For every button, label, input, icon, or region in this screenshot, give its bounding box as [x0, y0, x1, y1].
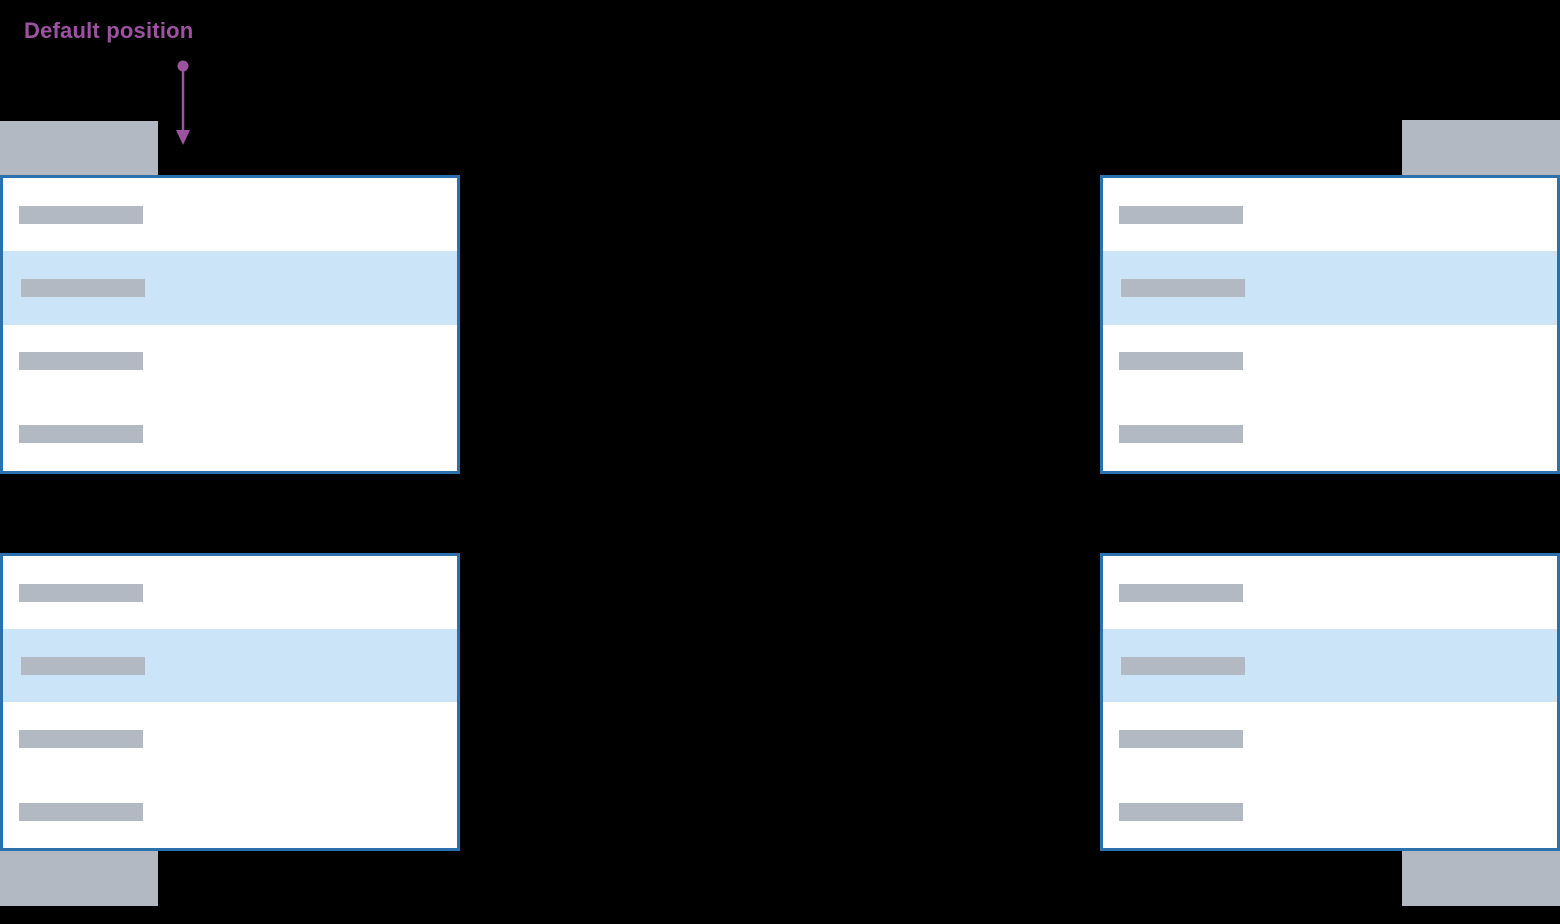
skeleton-text-bar: [19, 352, 143, 371]
skeleton-text-bar: [19, 802, 143, 821]
skeleton-text-bar: [1119, 802, 1243, 821]
skeleton-text-bar: [1119, 205, 1243, 224]
skeleton-text-bar: [1121, 278, 1245, 297]
menu-item[interactable]: [1103, 398, 1557, 471]
menu-item-highlighted[interactable]: [1103, 251, 1557, 325]
menu-item[interactable]: [3, 178, 457, 251]
skeleton-text-bar: [21, 278, 145, 297]
dropdown-toggle-top-right[interactable]: [1402, 120, 1560, 175]
menu-item-highlighted[interactable]: [3, 251, 457, 325]
skeleton-text-bar: [19, 583, 143, 602]
menu-item[interactable]: [1103, 775, 1557, 848]
menu-item[interactable]: [1103, 556, 1557, 629]
dropdown-toggle-bottom-right[interactable]: [1402, 851, 1560, 906]
skeleton-text-bar: [1119, 352, 1243, 371]
annotation-label: Default position: [24, 18, 194, 43]
dropdown-menu-top-left: [0, 175, 460, 474]
skeleton-text-bar: [21, 656, 145, 675]
dropdown-menu-top-right: [1100, 175, 1560, 474]
skeleton-text-bar: [1119, 729, 1243, 748]
menu-item[interactable]: [3, 775, 457, 848]
menu-item-highlighted[interactable]: [1103, 629, 1557, 702]
arrow-down-icon: [176, 60, 190, 145]
dropdown-menu-bottom-left: [0, 553, 460, 851]
skeleton-text-bar: [1121, 656, 1245, 675]
menu-item[interactable]: [3, 325, 457, 398]
dropdown-menu-bottom-right: [1100, 553, 1560, 851]
menu-item[interactable]: [1103, 325, 1557, 398]
menu-item[interactable]: [3, 702, 457, 775]
menu-item[interactable]: [3, 556, 457, 629]
menu-item[interactable]: [1103, 702, 1557, 775]
skeleton-text-bar: [19, 729, 143, 748]
menu-item[interactable]: [1103, 178, 1557, 251]
skeleton-text-bar: [19, 205, 143, 224]
skeleton-text-bar: [19, 425, 143, 444]
skeleton-text-bar: [1119, 425, 1243, 444]
dropdown-toggle-bottom-left[interactable]: [0, 851, 158, 906]
dropdown-toggle-top-left[interactable]: [0, 121, 158, 176]
menu-item[interactable]: [3, 398, 457, 471]
skeleton-text-bar: [1119, 583, 1243, 602]
menu-item-highlighted[interactable]: [3, 629, 457, 702]
